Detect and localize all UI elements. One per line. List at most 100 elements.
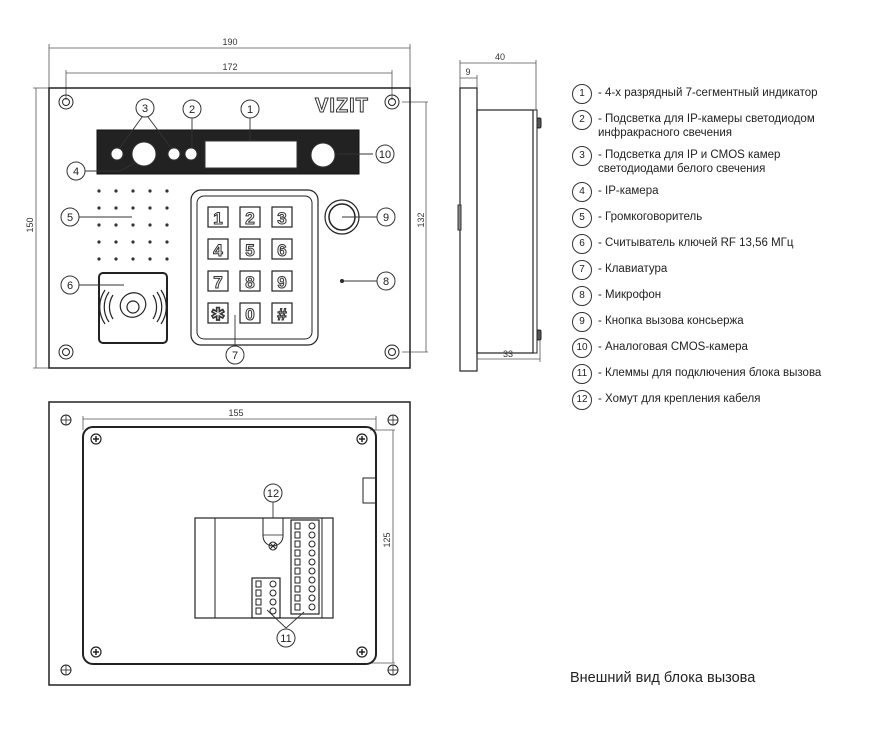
keypad-key: 5 [239,238,261,261]
svg-text:12: 12 [267,488,279,500]
dimension-40: 40 [495,52,505,62]
keypad-frame [190,189,319,346]
legend-text: - Подсветка для IP-камеры светодиодом ин… [598,113,815,139]
callout-12: 12 [263,483,283,503]
keypad-key-label: 5 [245,241,254,260]
dimension-125: 125 [382,532,392,547]
callout-10: 10 [375,144,395,164]
keypad-key: 0 [239,302,261,325]
speaker-hole [114,189,118,193]
speaker-hole [114,240,118,244]
keypad-key: ✱ [207,302,229,325]
legend-text: - Аналоговая CMOS-камера [598,341,748,353]
keypad-key-label: 9 [277,273,286,292]
speaker-hole [165,189,169,193]
keypad-key-label: 1 [213,209,222,228]
back-panel [48,401,411,686]
keypad-key-label: 7 [213,273,222,292]
speaker-hole [97,240,101,244]
side-panel [459,87,478,372]
mounting-hole-icon [58,344,74,360]
speaker-hole [148,206,152,210]
keypad-key: 4 [207,238,229,261]
keypad-key: # [271,302,293,325]
rf-key-icon [99,289,167,325]
speaker-hole [114,257,118,261]
legend-number: 6 [572,234,592,254]
speaker-hole [148,223,152,227]
speaker-hole [165,223,169,227]
callout-4: 4 [66,161,86,181]
legend-number: 4 [572,182,592,202]
legend-number: 12 [572,390,592,410]
mounting-hole-icon [384,344,400,360]
legend-text: - Кнопка вызова консьержа [598,315,744,327]
seven-segment-display [204,140,298,169]
keypad-key-label: 2 [245,209,254,228]
dimension-172: 172 [222,62,237,72]
screw-icon [356,646,368,658]
speaker-hole [97,206,101,210]
legend-item: 8- Микрофон [572,286,872,306]
svg-text:5: 5 [67,212,73,224]
keypad-key: 8 [239,270,261,293]
dimension-155: 155 [228,408,243,418]
dimension-190: 190 [222,37,237,47]
keypad-key: 2 [239,206,261,229]
speaker-hole [97,223,101,227]
legend-text: - IP-камера [598,185,659,197]
screw-icon [90,646,102,658]
back-housing [82,426,377,665]
speaker-hole [165,240,169,244]
callout-1: 1 [240,99,260,119]
legend-item: 11 - Клеммы для подключения блока вызова [572,364,872,384]
svg-text:7: 7 [232,350,238,362]
speaker-hole [131,223,135,227]
speaker-grille [97,189,169,261]
keypad-key-label: 6 [277,241,286,260]
legend-number: 11 [572,364,592,384]
legend-number: 1 [572,84,592,104]
mounting-hole-icon [387,414,399,426]
drawing-caption: Внешний вид блока вызова [570,670,756,686]
legend-text: - 4-х разрядный 7-сегментный индикатор [598,87,818,99]
keypad-key-label: 3 [277,209,286,228]
speaker-hole [114,223,118,227]
mounting-hole-icon [60,414,72,426]
svg-text:1: 1 [247,104,253,116]
speaker-hole [131,189,135,193]
legend-item: 2- Подсветка для IP-камеры светодиодом и… [572,110,872,140]
callout-6: 6 [60,275,80,295]
keypad-key: 1 [207,206,229,229]
speaker-hole [131,240,135,244]
terminal-strip [290,519,320,615]
legend-number: 3 [572,146,592,166]
legend-item: 6- Считыватель ключей RF 13,56 МГц [572,234,872,254]
speaker-hole [165,206,169,210]
microphone-hole [340,279,344,283]
legend-item: 4 - IP-камера [572,182,872,202]
mounting-hole-icon [60,664,72,676]
legend-text: - Клеммы для подключения блока вызова [598,367,822,379]
legend-text: - Микрофон [598,289,662,301]
speaker-hole [148,189,152,193]
keypad-key: 9 [271,270,293,293]
dimension-9: 9 [465,67,470,77]
side-body [476,109,534,354]
legend-number: 7 [572,260,592,280]
speaker-hole [97,189,101,193]
keypad-key: 6 [271,238,293,261]
legend-number: 9 [572,312,592,332]
svg-text:4: 4 [73,166,79,178]
keypad-key-label: 8 [245,273,254,292]
svg-text:9: 9 [383,212,389,224]
svg-text:3: 3 [142,103,148,115]
callout-3: 3 [135,98,155,118]
legend-item: 1 - 4-х разрядный 7-сегментный индикатор [572,84,872,104]
legend-text: - Громкоговоритель [598,211,703,223]
keypad-key: 3 [271,206,293,229]
mounting-hole-icon [58,94,74,110]
